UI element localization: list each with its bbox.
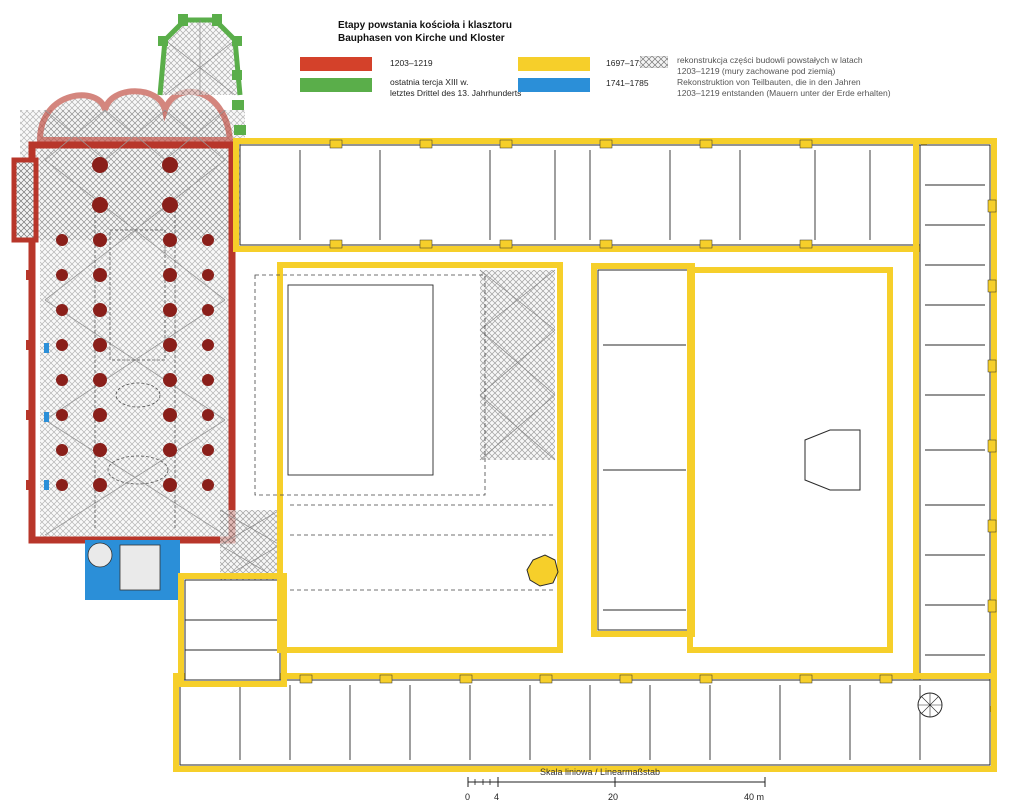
courtyard-chapel-outline <box>804 429 861 491</box>
church <box>11 88 245 544</box>
legend-label-1697: 1697–1726 <box>606 58 649 68</box>
legend-reconstruction-line3: Rekonstruktion von Teilbauten, die in de… <box>677 77 861 87</box>
north-wing <box>239 144 921 246</box>
scale-label-40: 40 m <box>744 792 765 802</box>
east-courtyard <box>687 267 893 653</box>
gothic-choir <box>157 14 246 135</box>
wall-piers <box>299 139 997 684</box>
southwest-block <box>184 579 281 681</box>
legend-label-1203: 1203–1219 <box>390 58 433 68</box>
legend-reconstruction-line1: rekonstrukcja części budowli powstałych … <box>677 55 863 65</box>
legend-label-1741: 1741–1785 <box>606 78 649 88</box>
legend-swatch-13c <box>300 78 372 92</box>
legend-swatch-1741 <box>518 78 590 92</box>
octagon-well <box>526 554 559 587</box>
scale-title: Skala liniowa / Linearmaßstab <box>540 767 661 777</box>
legend-title-pl: Etapy powstania kościoła i klasztoru <box>338 20 512 31</box>
legend-label-13c-de: letztes Drittel des 13. Jahrhunderts <box>390 88 522 98</box>
middle-wing <box>597 269 689 631</box>
legend-label-13c-pl: ostatnia tercja XIII w. <box>390 77 469 87</box>
scale-label-0: 0 <box>465 792 471 802</box>
baroque-monastery <box>173 138 997 772</box>
church-piers <box>56 157 214 492</box>
scale-label-4: 4 <box>494 792 500 802</box>
scale-label-20: 20 <box>608 792 619 802</box>
legend-swatch-1697 <box>518 57 590 71</box>
cloister-reconstruction <box>219 269 556 581</box>
cloister-court <box>277 262 563 653</box>
legend-swatch-1203 <box>300 57 372 71</box>
church-chapels-apse <box>36 88 234 143</box>
south-wing <box>179 679 991 766</box>
east-wing <box>919 144 991 706</box>
legend-title-de: Bauphasen von Kirche und Kloster <box>338 33 505 44</box>
legend-reconstruction-line4: 1203–1219 entstanden (Mauern unter der E… <box>677 88 891 98</box>
church-north-chapel <box>11 157 39 243</box>
legend-reconstruction-line2: 1203–1219 (mury zachowane pod ziemią) <box>677 66 836 76</box>
legend-swatch-reconstruction <box>640 56 668 68</box>
scale-bar <box>467 777 766 787</box>
baroque-chapel-1741 <box>85 540 180 600</box>
